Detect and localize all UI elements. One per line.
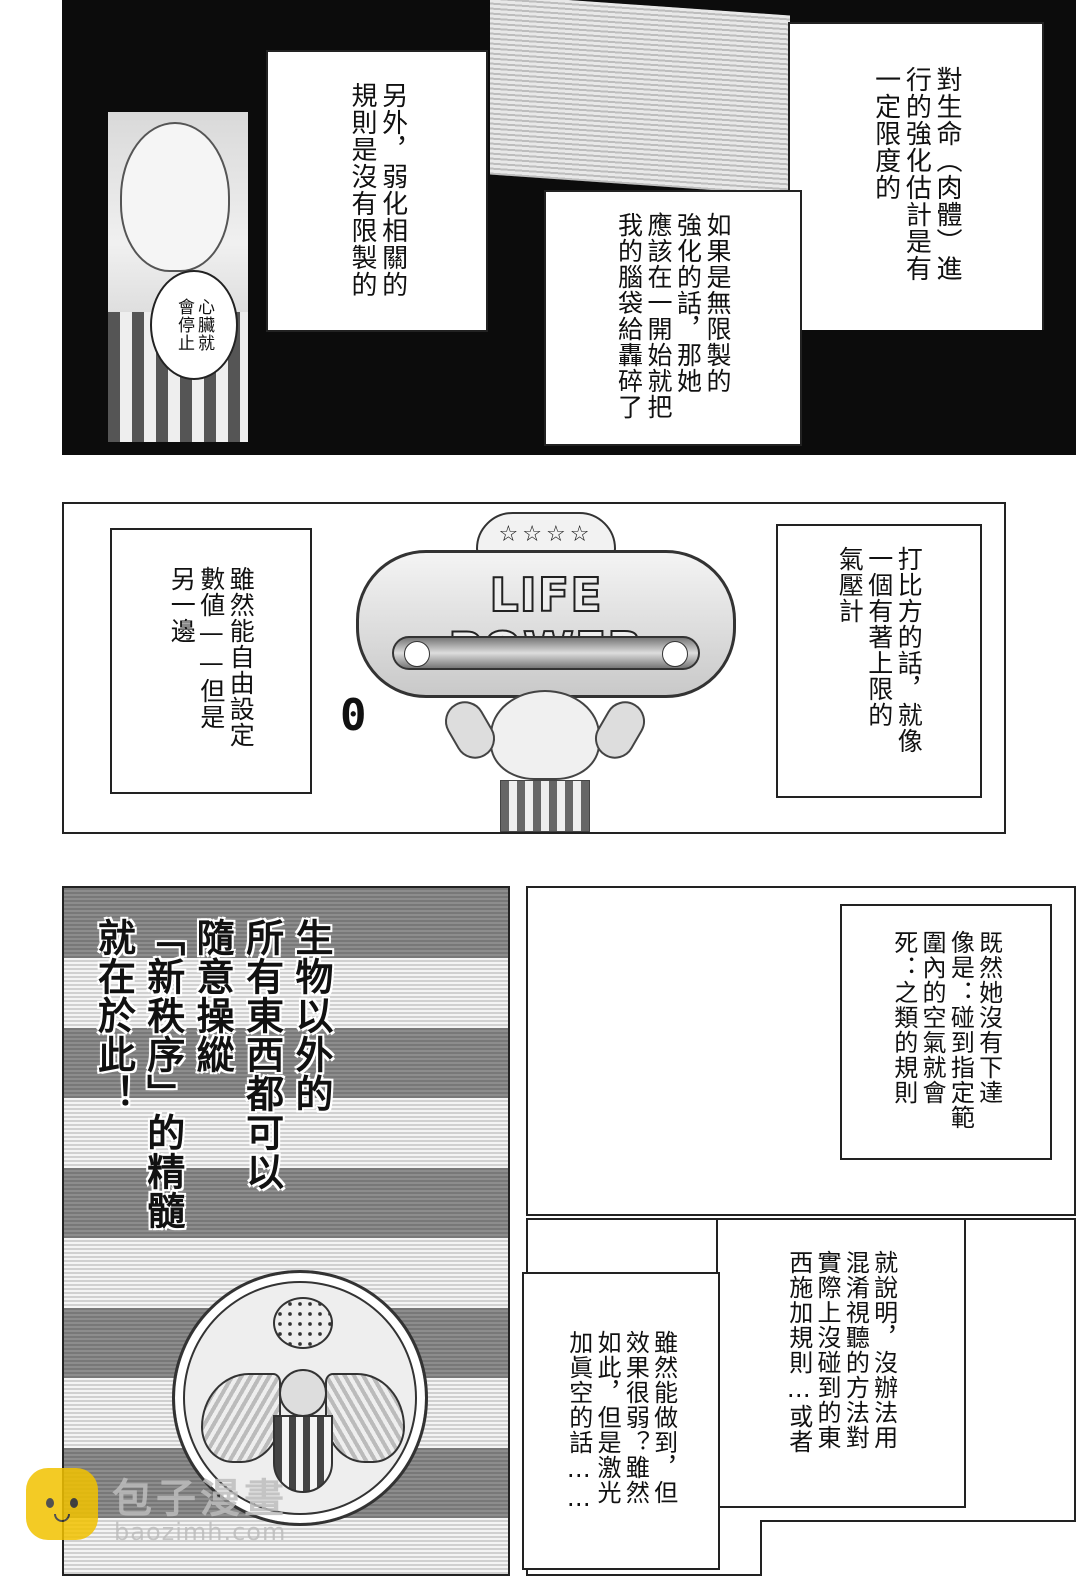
gauge-knob-left [404, 641, 430, 667]
sign-gauge-bar [392, 636, 700, 670]
seal-shield [273, 1415, 333, 1493]
bubble-text: 心臟就 會停止 [174, 298, 215, 352]
caption-air-rule: 既然她沒有下達 像是：碰到指定範 圍內的空氣就會 死：之類的規則 [840, 904, 1052, 1160]
caption-a-notch [800, 330, 1044, 350]
great-seal-icon [172, 1270, 428, 1526]
caption-barometer-text: 打比方的話，就像 一個有著上限的 氣壓計 [835, 546, 924, 754]
bun-eye-left [46, 1498, 54, 1508]
gauge-knob-right [662, 641, 688, 667]
bottom-right-strip [760, 1520, 1076, 1576]
seal-wing-right [325, 1373, 405, 1463]
stars-icon: ☆☆☆☆ [498, 521, 594, 547]
caption-weakening-rule: 另外，弱化相關的 規則是沒有限製的 [266, 50, 488, 332]
caption-free-setting: 雖然能自由設定 數値——但是 另一邊 [110, 528, 312, 794]
caption-free-setting-text: 雖然能自由設定 數値——但是 另一邊 [167, 566, 256, 748]
action-image [490, 0, 790, 196]
seal-wing-left [201, 1373, 281, 1463]
bun-eye-right [70, 1498, 78, 1508]
caption-no-deception-text: 就說明，沒辦法用 混淆視聽的方法對 實際上沒碰到的東 西施加規則…或者 [784, 1250, 898, 1454]
new-order-narration: 生物以外的 所有東西都可以 隨意操縱 「新秩序」的精髓 就在於此！ [91, 918, 333, 1230]
life-power-sign: ☆☆☆☆ LIFE POWER [356, 512, 736, 698]
caption-barometer: 打比方的話，就像 一個有著上限的 氣壓計 [776, 524, 982, 798]
gauge-digit: 0 [340, 690, 367, 741]
seal-eagle-head [279, 1369, 327, 1417]
watermark-name: 包子漫畫 [112, 1476, 288, 1522]
face-shape [120, 122, 230, 272]
caption-laser-vacuum: 雖然能做到，但 效果很弱？雖然 如此，但是激光 加眞空的話…… [522, 1272, 720, 1570]
bun-mouth [54, 1514, 70, 1522]
watermark: 包子漫畫 baozimh.com [22, 1462, 322, 1562]
watermark-url: baozimh.com [114, 1518, 287, 1546]
speech-bubble: 心臟就 會停止 [150, 270, 238, 380]
caption-no-deception: 就說明，沒辦法用 混淆視聽的方法對 實際上沒碰到的東 西施加規則…或者 [716, 1218, 966, 1508]
seal-stars-cluster [273, 1297, 333, 1349]
caption-strengthening-limit: 對生命（肉體）進 行的強化估計是有 一定限度的 [788, 22, 1044, 332]
caption-unlimited-text: 如果是無限製的 強化的話，那她 應該在一開始就把 我的腦袋給轟碎了 [614, 212, 733, 420]
caption-weakening-text: 另外，弱化相關的 規則是沒有限製的 [347, 82, 408, 298]
caption-air-rule-text: 既然她沒有下達 像是：碰到指定範 圍內的空氣就會 死：之類的規則 [889, 930, 1003, 1130]
watermark-bun-icon [26, 1468, 98, 1540]
caption-strengthening-text: 對生命（肉體）進 行的強化估計是有 一定限度的 [870, 66, 962, 282]
caption-unlimited-strengthen: 如果是無限製的 強化的話，那她 應該在一開始就把 我的腦袋給轟碎了 [544, 190, 802, 446]
caption-laser-vacuum-text: 雖然能做到，但 效果很弱？雖然 如此，但是激光 加眞空的話…… [564, 1330, 678, 1513]
character-hair [490, 690, 600, 780]
sign-holder-character [437, 680, 653, 832]
character-body [500, 780, 590, 832]
